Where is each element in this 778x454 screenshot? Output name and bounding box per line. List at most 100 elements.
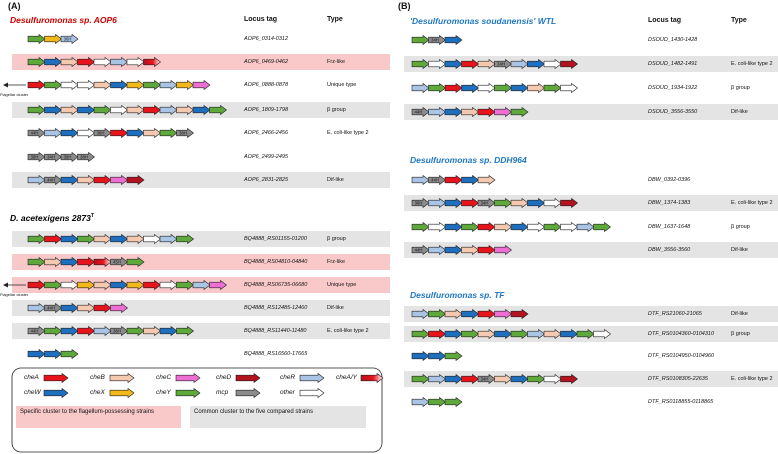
gene-arrow-cheW <box>494 328 512 340</box>
gene-arrow-other <box>93 56 112 68</box>
gene-arrow-cheW <box>110 79 128 91</box>
mcp-tag-label: 36H <box>64 37 72 42</box>
gene-arrow-other <box>428 221 446 233</box>
locus-tag: BQ4888_RS16560-17665 <box>244 350 308 357</box>
gene-arrow-mcp: 36H <box>93 127 112 139</box>
locus-tag: AOP6_0314-0312 <box>244 35 289 42</box>
row-highlight <box>12 231 390 247</box>
locus-tag: AOP6_0469-0462 <box>244 58 289 65</box>
gene-arrow-cheB <box>494 221 512 233</box>
gene-arrow-cheW <box>461 174 479 186</box>
gene-arrow-cheW <box>510 221 529 233</box>
gene-arrow-cheY <box>27 104 46 116</box>
ddh964-title: Desulfuromonas sp. DDH964 <box>410 155 527 165</box>
legend-swatch-cheR <box>299 372 325 384</box>
gene-arrow-other <box>543 197 562 209</box>
gene-arrow-cheX <box>126 79 145 91</box>
gene-arrow-mcp: 34H <box>44 151 62 163</box>
gene-arrow-cheY <box>27 233 46 245</box>
legend-swatch-cheA-Y <box>360 372 384 384</box>
gene-arrow-cheA <box>444 82 463 94</box>
mcp-tag-label: 36H <box>113 329 121 334</box>
gene-arrow-cheB <box>126 104 145 116</box>
gene-arrow-cheW <box>110 233 128 245</box>
gene-arrow-cheB <box>143 325 161 337</box>
gene-arrow-other <box>77 127 95 139</box>
gene-arrow-cheA <box>27 79 46 91</box>
legend-label-cheD: cheD <box>216 374 232 381</box>
panel-a-label: (A) <box>8 1 21 11</box>
mcp-tag-label: 34H <box>431 38 439 43</box>
legend-pink-swatch <box>16 406 181 428</box>
gene-arrow-mcp: 45H <box>110 256 128 268</box>
gene-arrow-other <box>543 58 562 70</box>
mcp-tag-label: 38H <box>80 155 88 160</box>
gene-arrow-cheB <box>77 302 95 314</box>
gene-arrow-cheR <box>576 221 595 233</box>
gene-arrow-cheY <box>126 325 145 337</box>
gene-arrow-cheW <box>461 308 479 320</box>
locus-tag: DSOUD_1482-1491 <box>648 60 698 67</box>
legend-label-cheB: cheB <box>90 374 105 381</box>
row-highlight <box>404 56 778 72</box>
row-highlight <box>404 104 778 120</box>
gene-arrow-cheW <box>60 256 79 268</box>
gene-arrow-cheA <box>27 279 46 291</box>
mcp-tag-label: 36H <box>97 131 105 136</box>
legend-gray-note: Common cluster to the five compared stra… <box>194 409 314 415</box>
gene-arrow-cheA <box>428 328 446 340</box>
gene-arrow-cheY <box>593 221 611 233</box>
gene-arrow-mcp: 34H <box>428 34 446 46</box>
mcp-tag-label: 44H <box>431 178 439 183</box>
gene-arrow-cheA <box>93 174 112 186</box>
gene-arrow-cheR: 36H <box>60 33 79 45</box>
gene-arrow-cheX <box>44 33 62 45</box>
gene-arrow-cheY <box>461 328 479 340</box>
gene-arrow-cheW <box>444 58 463 70</box>
gene-arrow-cheW <box>60 233 79 245</box>
gene-arrow-cheD <box>560 373 578 385</box>
gene-arrow-cheW <box>444 221 463 233</box>
gene-arrow-cheW <box>444 34 463 46</box>
locus-tag: BQ4888_RS01155-01200 <box>244 235 307 242</box>
gene-arrow-cheA <box>477 221 496 233</box>
gene-arrow-cheA <box>44 233 62 245</box>
gene-arrow-cheY <box>543 82 562 94</box>
gene-arrow-cheA <box>143 279 161 291</box>
mcp-tag-label: 34H <box>47 155 55 160</box>
gene-arrow-cheA <box>477 106 496 118</box>
gene-arrow-cheY <box>60 348 79 360</box>
gene-arrow-cheW <box>27 348 46 360</box>
gene-arrow-other <box>60 279 79 291</box>
locus-tag: DBW_1637-1648 <box>648 223 691 230</box>
cluster-type: β group <box>731 84 750 91</box>
panel-b-label: (B) <box>398 1 411 11</box>
gene-arrow-mcp: 44H <box>428 174 446 186</box>
gene-arrow-cheR <box>411 396 430 408</box>
gene-arrow-other <box>477 82 496 94</box>
gene-arrow-cheB <box>93 233 112 245</box>
locus-tag: DBW_3556-3560 <box>648 246 691 253</box>
cluster-type: E. coli-like type 2 <box>731 375 773 382</box>
gene-arrow-cheW <box>44 104 62 116</box>
gene-arrow-cheR <box>428 373 446 385</box>
gene-arrow-cheB <box>477 328 496 340</box>
gene-arrow-cheW <box>60 302 79 314</box>
legend-swatch-cheW <box>43 387 69 399</box>
gene-arrow-cheY <box>411 373 430 385</box>
gene-arrow-cheR <box>27 302 46 314</box>
gene-arrow-cheW <box>510 82 529 94</box>
gene-arrow-other <box>77 79 95 91</box>
gene-arrow-other <box>126 56 145 68</box>
gene-arrow-other <box>560 82 578 94</box>
gene-arrow-cheD <box>126 174 145 186</box>
gene-arrow-cheY <box>176 233 194 245</box>
gene-arrow-cheB <box>60 56 79 68</box>
gene-arrow-cheY <box>428 396 446 408</box>
gene-arrow-cheW <box>44 56 62 68</box>
gene-arrow-cheW <box>44 348 62 360</box>
gene-arrow-cheW <box>411 350 430 362</box>
gene-arrow-cheB <box>477 174 496 186</box>
gene-arrow-cheW <box>444 373 463 385</box>
gene-arrow-cheR <box>411 82 430 94</box>
